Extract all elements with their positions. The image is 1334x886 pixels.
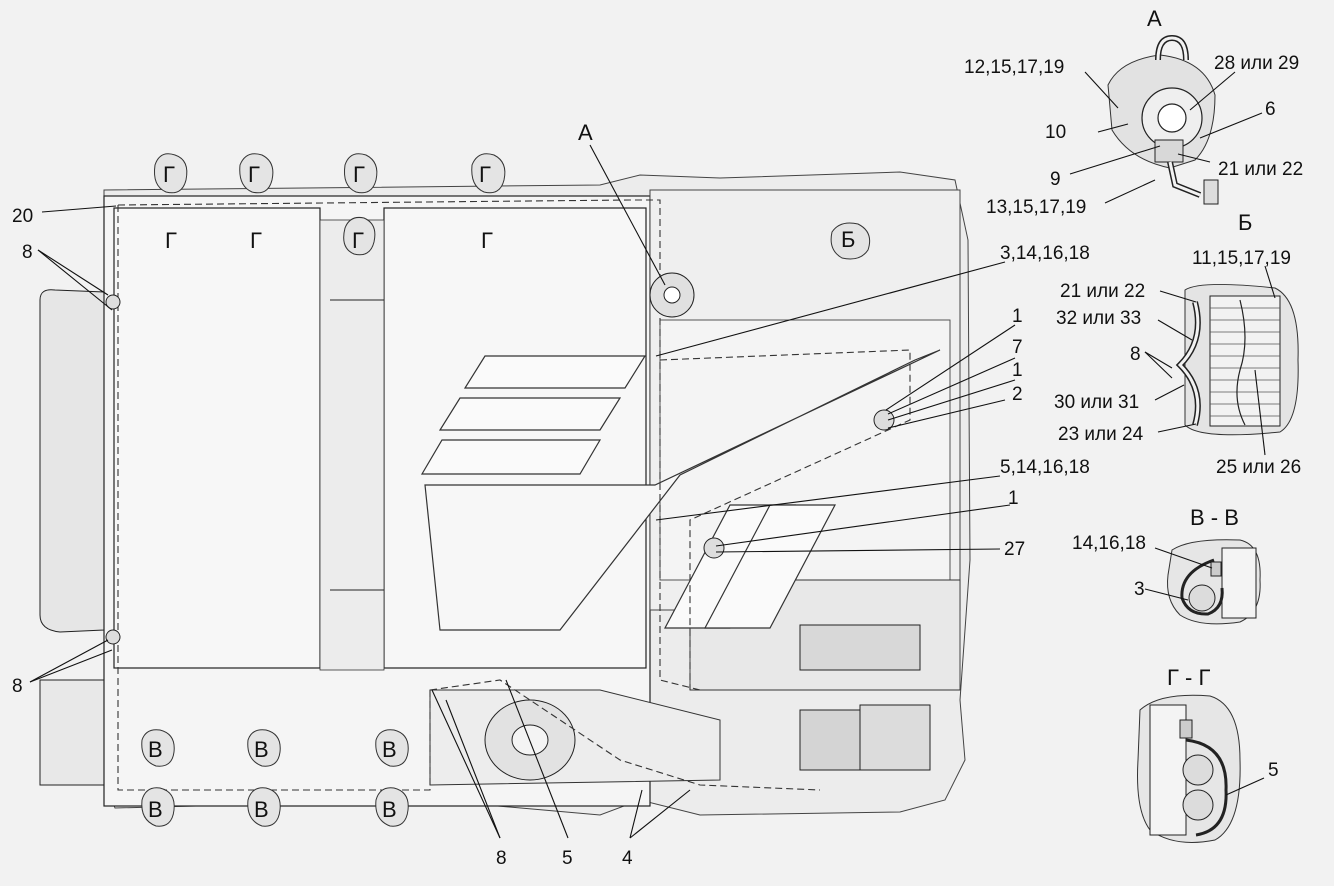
- label-30-31: 30 или 31: [1054, 392, 1139, 413]
- label-13-15-17-19: 13,15,17,19: [986, 197, 1086, 218]
- label-8-top: 8: [22, 242, 33, 263]
- label-32-33: 32 или 33: [1056, 308, 1141, 329]
- label-1b: 1: [1012, 360, 1023, 381]
- label-11-15-17-19: 11,15,17,19: [1192, 248, 1291, 269]
- svg-text:В: В: [254, 737, 269, 762]
- left-panel: [113, 207, 321, 669]
- valve-block: [859, 704, 931, 771]
- label-9: 9: [1050, 169, 1061, 190]
- detail-b-title: Б: [1238, 210, 1252, 235]
- label-5-gg: 5: [1268, 760, 1279, 781]
- main-assembly-view: Г Г Г Г Г Г Г Г В В В В В В: [12, 120, 1090, 869]
- marker-b-label: Б: [841, 227, 855, 252]
- svg-text:Г: Г: [479, 162, 491, 187]
- svg-text:Г: Г: [248, 162, 260, 187]
- clamp-spot-27: [703, 537, 725, 559]
- svg-text:Г: Г: [353, 162, 365, 187]
- label-10: 10: [1045, 122, 1066, 143]
- radiator-block: [39, 289, 105, 633]
- svg-text:Г: Г: [250, 228, 262, 253]
- svg-text:В: В: [148, 737, 163, 762]
- section-markers-v: В В В В В В: [141, 729, 409, 827]
- label-1a: 1: [1012, 306, 1023, 327]
- marker-b-bubble: [830, 222, 871, 260]
- svg-text:Г: Г: [352, 228, 364, 253]
- label-8-left-bottom: 8: [12, 676, 23, 697]
- detail-view-b: Б 11,15,17,19 21 или 22 32 или 33 8 30 и…: [1054, 210, 1301, 478]
- center-gap: [319, 219, 385, 671]
- svg-text:Г: Г: [163, 162, 175, 187]
- label-12-15-17-19: 12,15,17,19: [964, 57, 1064, 78]
- detail-view-a: А 12,15,17,19 28 или 29 6 10 21 или 22 9…: [964, 6, 1303, 218]
- svg-text:Г: Г: [481, 228, 493, 253]
- label-3-14-16-18: 3,14,16,18: [1000, 243, 1090, 264]
- svg-text:В: В: [382, 737, 397, 762]
- cable-route: [117, 199, 911, 791]
- label-5-14-16-18: 5,14,16,18: [1000, 457, 1090, 478]
- view-a-marker-label: А: [578, 120, 593, 145]
- direction-arrow-graphic: [420, 349, 941, 631]
- label-8-bottom: 8: [496, 848, 507, 869]
- label-25-26: 25 или 26: [1216, 457, 1301, 478]
- label-2: 2: [1012, 384, 1023, 405]
- label-27: 27: [1004, 539, 1025, 560]
- svg-text:В: В: [382, 797, 397, 822]
- label-20: 20: [12, 206, 33, 227]
- label-21-22-a: 21 или 22: [1218, 159, 1303, 180]
- detail-a-title: А: [1147, 6, 1162, 31]
- label-14-16-18: 14,16,18: [1072, 533, 1146, 554]
- label-4: 4: [622, 848, 633, 869]
- svg-text:Г: Г: [165, 228, 177, 253]
- label-8-b: 8: [1130, 344, 1141, 365]
- pump-unit: [799, 624, 921, 671]
- section-markers-g: Г Г Г Г Г Г Г Г: [154, 153, 506, 256]
- section-view-vv: В - В 14,16,18 3: [1072, 505, 1261, 625]
- label-6: 6: [1265, 99, 1276, 120]
- svg-text:В: В: [254, 797, 269, 822]
- exhaust-block: [39, 679, 105, 786]
- section-view-gg: Г - Г 5: [1137, 665, 1279, 843]
- label-3-vv: 3: [1134, 579, 1145, 600]
- label-7: 7: [1012, 337, 1023, 358]
- label-5-bottom: 5: [562, 848, 573, 869]
- leader-lines: [29, 144, 1016, 839]
- section-gg-title: Г - Г: [1167, 665, 1210, 690]
- section-vv-title: В - В: [1190, 505, 1239, 530]
- label-21-22-b: 21 или 22: [1060, 281, 1145, 302]
- clamp-spot: [873, 409, 895, 431]
- label-1c: 1: [1008, 488, 1019, 509]
- label-23-24: 23 или 24: [1058, 424, 1144, 445]
- label-28-29: 28 или 29: [1214, 53, 1299, 74]
- svg-text:В: В: [148, 797, 163, 822]
